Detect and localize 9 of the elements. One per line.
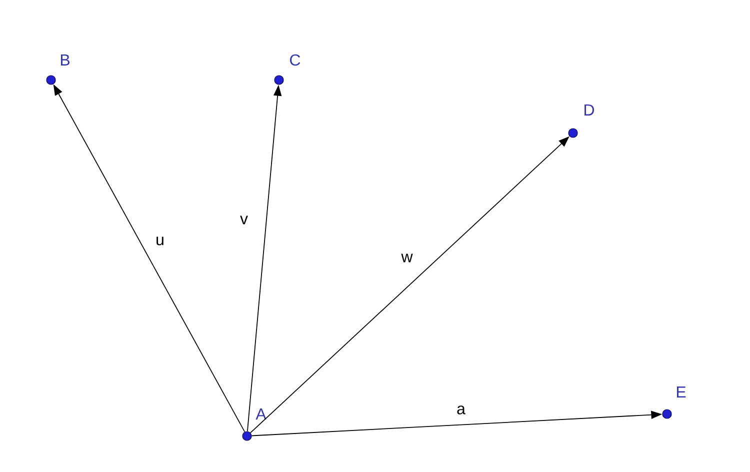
point-label: D [584, 104, 594, 116]
point-label: C [290, 54, 300, 66]
edge-label: u [154, 236, 166, 246]
edge-label: a [456, 404, 466, 416]
edge-label: w [400, 252, 414, 264]
edge-label: v [239, 214, 249, 226]
point-label: E [676, 386, 686, 398]
point-label: A [256, 408, 266, 420]
point-label: B [60, 54, 70, 66]
